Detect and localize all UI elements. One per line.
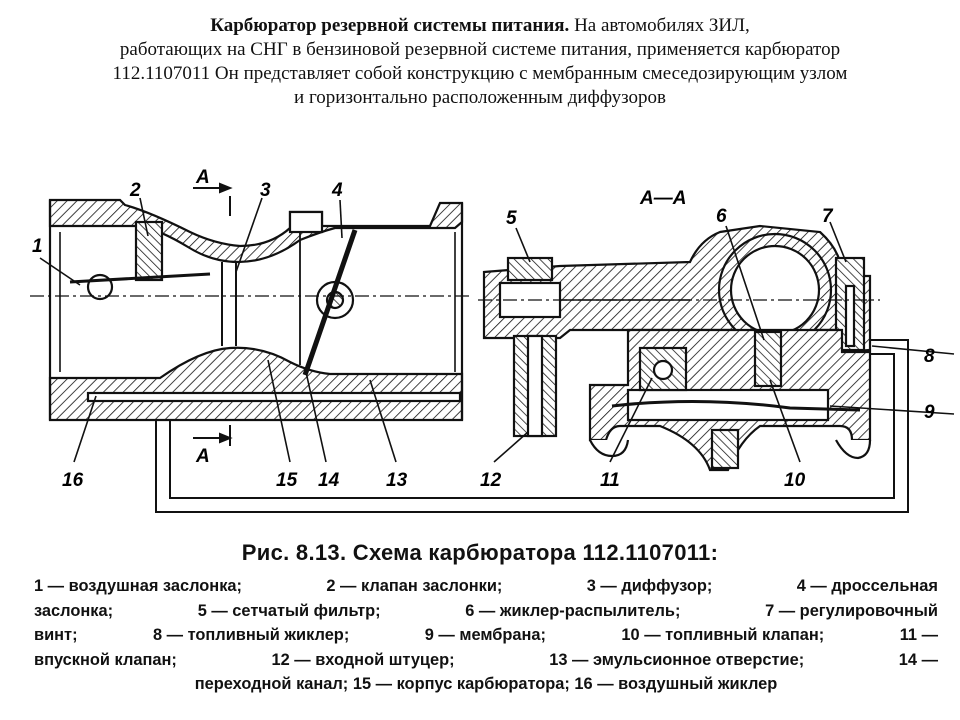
- legend-item: 4 — дроссельная: [796, 577, 938, 595]
- legend-row: 1 — воздушная заслонка; 2 — клапан засло…: [34, 574, 938, 599]
- throttle-plate: [302, 229, 358, 376]
- intro-line-4: и горизонтально расположенным диффузоров: [294, 87, 666, 108]
- upper-wall: [48, 198, 464, 264]
- section-mark-bottom: А: [195, 446, 210, 467]
- callout-6: 6: [716, 206, 727, 227]
- legend-item: 14 —: [898, 650, 938, 669]
- intro-text: Карбюратор резервной системы питания. На…: [0, 14, 960, 110]
- legend-item: 9 — мембрана;: [424, 626, 546, 644]
- legend-item: заслонка;: [34, 601, 114, 620]
- legend-item: 15 — корпус карбюратора;: [352, 675, 570, 693]
- legend-item: 12 — входной штуцер;: [271, 650, 455, 669]
- callout-13: 13: [386, 470, 408, 491]
- callout-4: 4: [331, 180, 343, 201]
- connecting-tube: [155, 339, 909, 513]
- figure-legend: 1 — воздушная заслонка; 2 — клапан засло…: [34, 574, 938, 697]
- legend-item: 7 — регулировочный: [765, 601, 938, 620]
- callout-11: 11: [600, 470, 620, 491]
- legend-item: впускной клапан;: [34, 650, 177, 669]
- callout-15: 15: [276, 470, 298, 491]
- legend-row: заслонка; 5 — сетчатый фильтр; 6 — жикле…: [34, 599, 938, 624]
- callout-3: 3: [260, 180, 271, 201]
- callout-12: 12: [480, 470, 502, 491]
- legend-item: переходной канал;: [194, 675, 349, 693]
- legend-item: 11 —: [899, 626, 938, 644]
- section-mark-top: А: [195, 167, 210, 188]
- carburetor-drawing: А А А—А: [30, 167, 955, 513]
- section-arrow-top: [193, 182, 233, 216]
- legend-item: 10 — топливный клапан;: [621, 626, 825, 644]
- mesh-filter-cap: [506, 256, 554, 282]
- callout-14: 14: [318, 470, 340, 491]
- legend-item: винт;: [34, 626, 78, 644]
- air-jet-channel: [86, 391, 462, 403]
- callout-16: 16: [62, 470, 84, 491]
- section-arrow-bottom: [193, 425, 233, 446]
- callout-8: 8: [924, 346, 935, 367]
- legend-item: 3 — диффузор;: [586, 577, 713, 595]
- spray-jet: [753, 330, 783, 388]
- legend-item: 8 — топливный жиклер;: [152, 626, 350, 644]
- intro-line-1: Карбюратор резервной системы питания. На…: [0, 14, 960, 38]
- legend-item: 13 — эмульсионное отверстие;: [549, 650, 805, 669]
- legend-row: впускной клапан; 12 — входной штуцер; 13…: [34, 648, 938, 673]
- lower-wall: [48, 346, 464, 422]
- carburetor-body-section: [48, 198, 464, 422]
- callout-9: 9: [924, 402, 935, 423]
- callout-5: 5: [506, 208, 517, 229]
- leader-lines: [39, 197, 955, 463]
- section-a-a-view: [482, 224, 872, 472]
- callout-1: 1: [32, 236, 43, 257]
- legend-item: 6 — жиклер-распылитель;: [465, 601, 681, 620]
- callout-7: 7: [822, 206, 834, 227]
- callout-2: 2: [129, 180, 141, 201]
- intro-line-1-rest: На автомобилях ЗИЛ,: [569, 15, 750, 36]
- figure-caption: Рис. 8.13. Схема карбюратора 112.1107011…: [241, 540, 719, 565]
- legend-row: переходной канал; 15 — корпус карбюратор…: [34, 672, 938, 697]
- legend-item: 5 — сетчатый фильтр;: [197, 601, 381, 620]
- choke-valve-block: [134, 220, 164, 282]
- legend-row: винт; 8 — топливный жиклер; 9 — мембрана…: [34, 623, 938, 648]
- intro-line-2: работающих на СНГ в бензиновой резервной…: [119, 39, 841, 60]
- legend-item: 2 — клапан заслонки;: [326, 577, 503, 595]
- section-title-a-a: А—А: [639, 188, 686, 209]
- callout-10: 10: [784, 470, 806, 491]
- legend-item: 16 — воздушный жиклер: [574, 675, 778, 693]
- intro-bold-title: Карбюратор резервной системы питания.: [210, 15, 570, 36]
- legend-item: 1 — воздушная заслонка;: [34, 577, 242, 595]
- intro-line-3: 112.1107011 Он представляет собой констр…: [112, 63, 848, 84]
